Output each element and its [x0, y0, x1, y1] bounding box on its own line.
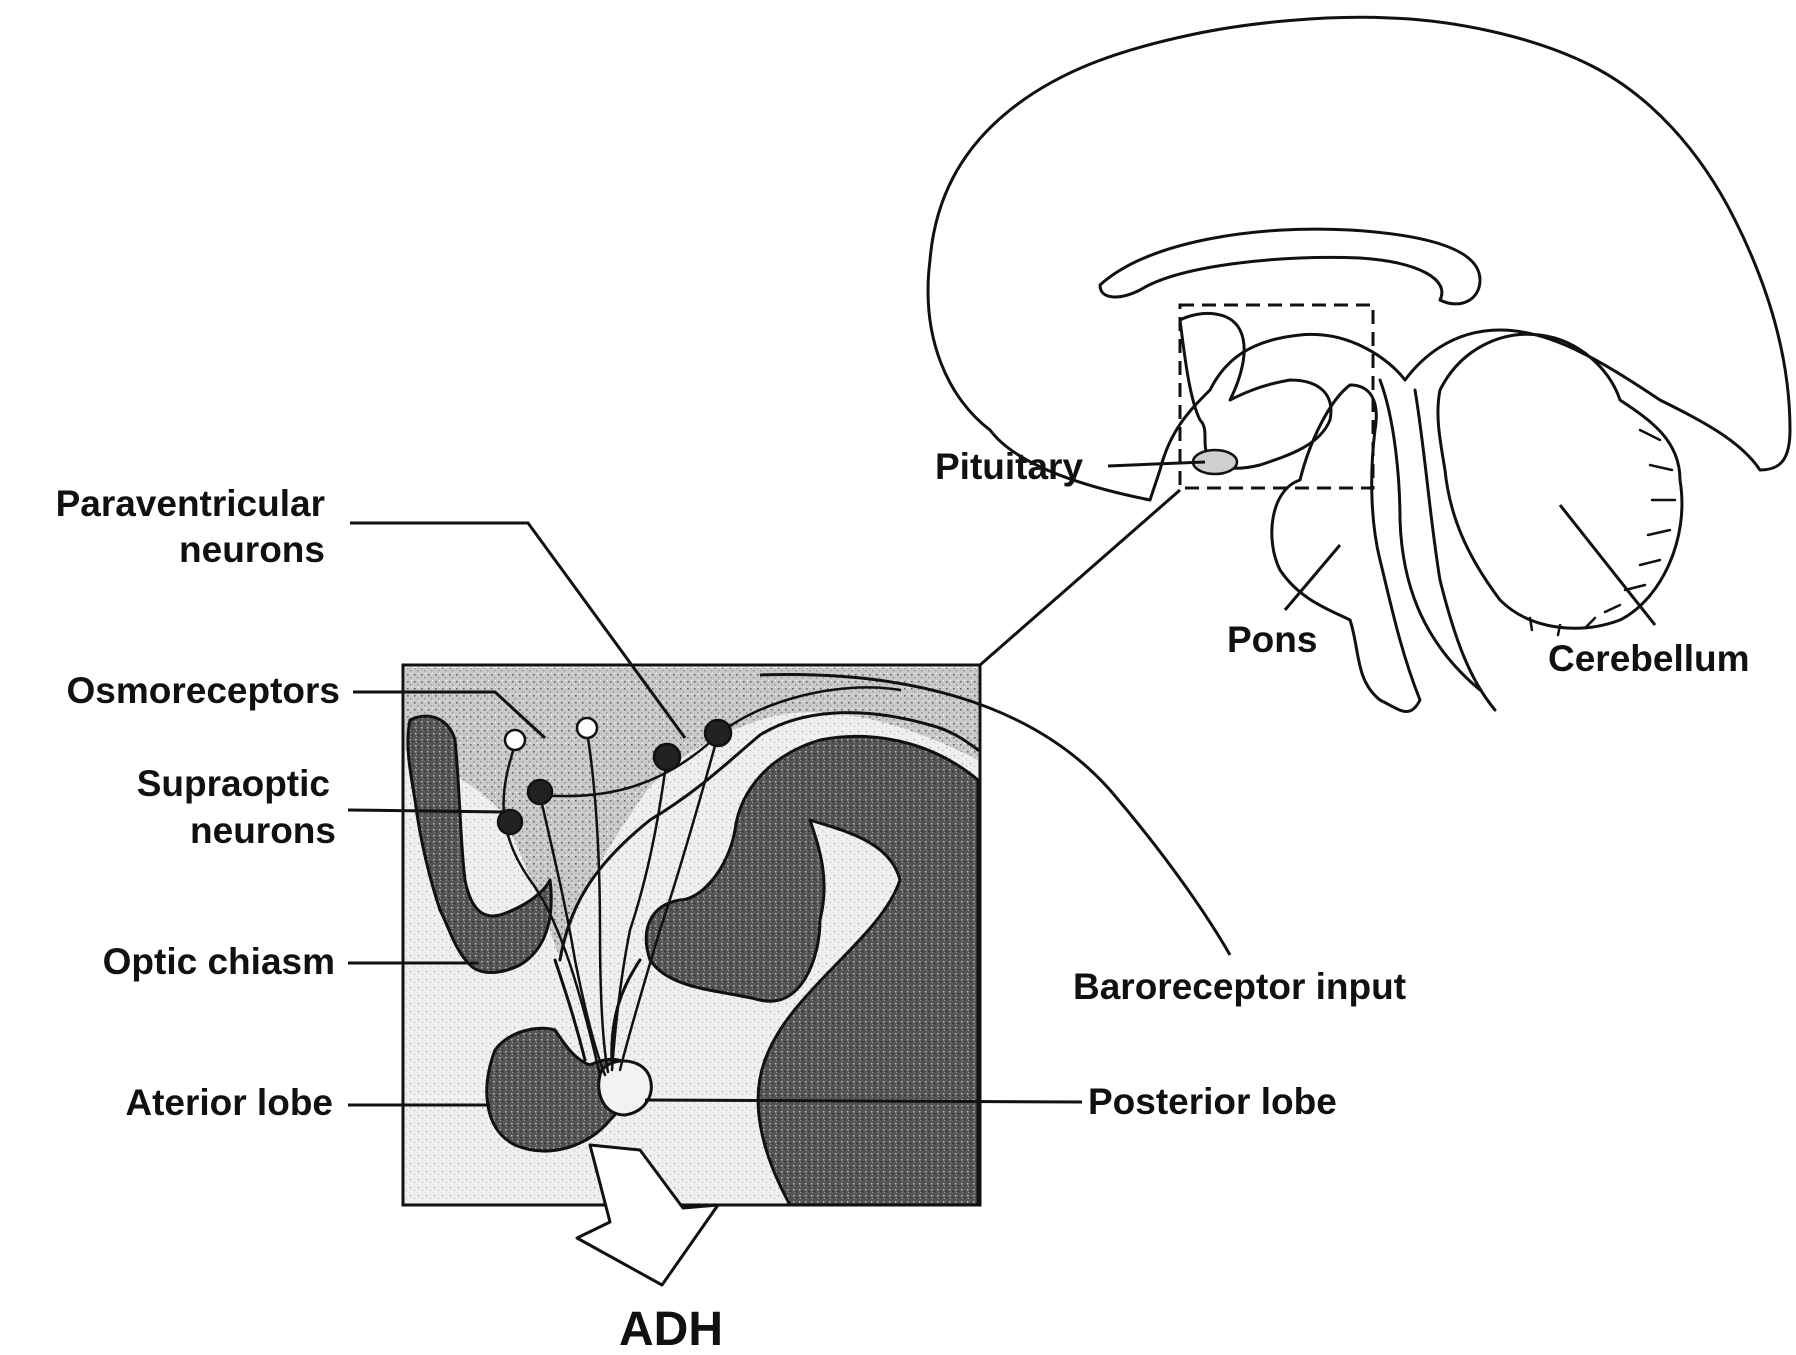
posterior-lobe-leader	[645, 1100, 1082, 1102]
zoom-connector-line	[980, 490, 1180, 665]
label-supraoptic-1: Supraoptic	[137, 763, 330, 804]
label-baroreceptor-input: Baroreceptor input	[1073, 966, 1406, 1007]
label-pons: Pons	[1227, 619, 1317, 660]
cerebellum-folia	[1530, 430, 1675, 635]
label-pituitary: Pituitary	[935, 446, 1083, 487]
brainstem-right-edge	[1415, 390, 1495, 710]
label-cerebellum: Cerebellum	[1548, 638, 1750, 679]
hypothalamus-outline	[1180, 313, 1331, 468]
osmoreceptor-cell	[505, 730, 525, 750]
label-supraoptic-2: neurons	[190, 810, 336, 851]
inset-detail	[403, 665, 1230, 1205]
osmoreceptor-cell	[577, 718, 597, 738]
supraoptic-leader	[348, 810, 505, 812]
label-osmoreceptors: Osmoreceptors	[67, 670, 341, 711]
label-posterior-lobe: Posterior lobe	[1088, 1081, 1337, 1122]
label-paraventricular-2: neurons	[179, 529, 325, 570]
brainstem-outline	[1272, 385, 1420, 712]
brain-sagittal	[928, 17, 1790, 711]
label-optic-chiasm: Optic chiasm	[103, 941, 335, 982]
paraventricular-neuron	[654, 744, 680, 770]
pituitary-leader	[1108, 462, 1205, 466]
paraventricular-neuron	[705, 720, 731, 746]
label-paraventricular-1: Paraventricular	[56, 483, 325, 524]
supraoptic-neuron	[528, 780, 552, 804]
label-anterior-lobe: Aterior lobe	[125, 1082, 333, 1123]
supraoptic-neuron	[498, 810, 522, 834]
corpus-callosum	[1100, 229, 1480, 304]
brainstem-left-edge	[1380, 380, 1480, 690]
label-adh: ADH	[619, 1303, 723, 1355]
